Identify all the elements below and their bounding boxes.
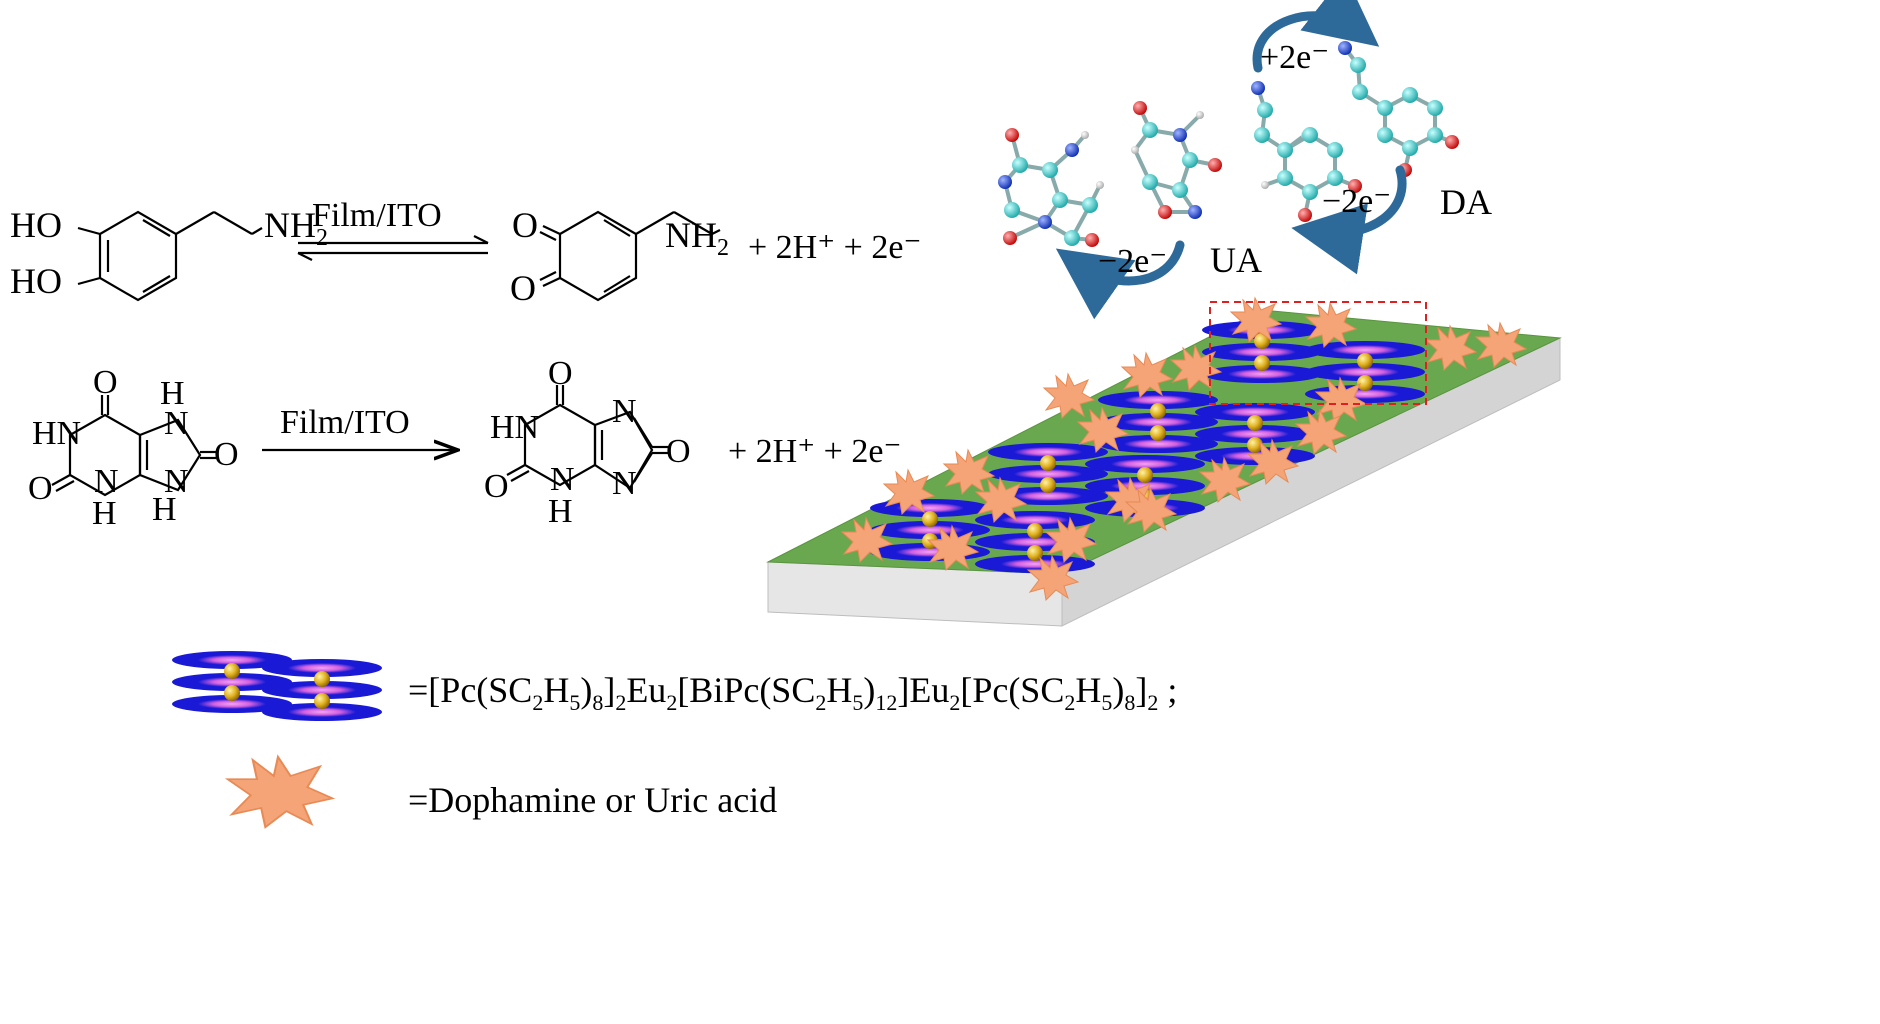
uric-acid-reaction: O HN O N H H N O N H Film/ITO O HN O N H… bbox=[28, 355, 901, 532]
oxidized-uric-acid-structure bbox=[506, 385, 668, 490]
formula-subscript: 2 bbox=[1064, 690, 1075, 715]
legend-film-formula: =[Pc(SC2H5)8]2Eu2[BiPc(SC2H5)12]Eu2[Pc(S… bbox=[408, 670, 1177, 715]
uric-acid-condition-label: Film/ITO bbox=[280, 404, 410, 441]
formula-subscript: 2 bbox=[666, 690, 677, 715]
legend-stack-icon bbox=[172, 651, 382, 721]
ua-h-bottom-right: H bbox=[152, 491, 177, 528]
dopamine-quinone-structure bbox=[539, 210, 721, 302]
formula-subscript: 2 bbox=[815, 690, 826, 715]
oua-n-bottom-right: N bbox=[612, 465, 637, 502]
ua-hn: HN bbox=[32, 415, 81, 452]
electron-gain-label: +2e⁻ bbox=[1260, 39, 1329, 76]
dopamine-model-atoms bbox=[1251, 81, 1362, 222]
uric-acid-model-atoms bbox=[998, 128, 1104, 247]
oua-h-bottom: H bbox=[548, 493, 573, 530]
uric-acid-structure bbox=[51, 395, 216, 497]
formula-part: ) bbox=[580, 670, 592, 710]
ua-n-bottom-right: N bbox=[164, 463, 189, 500]
oua-o-right: O bbox=[666, 433, 691, 470]
oxidized-uric-acid-model-atoms bbox=[1131, 101, 1222, 219]
oua-o-top: O bbox=[548, 355, 573, 392]
formula-part: ) bbox=[1112, 670, 1124, 710]
oua-hn: HN bbox=[490, 409, 539, 446]
ua-n-bottom: N bbox=[94, 463, 119, 500]
formula-part: Eu bbox=[626, 670, 666, 710]
quinone-o-bottom: O bbox=[510, 268, 536, 308]
ua-n-top-right: N bbox=[164, 405, 189, 442]
formula-part: ] bbox=[1135, 670, 1147, 710]
dopamine-structure bbox=[77, 210, 263, 302]
ua-o-right: O bbox=[214, 436, 239, 473]
legend-analyte-icon bbox=[226, 755, 334, 829]
oua-n-top-right: N bbox=[612, 393, 637, 430]
da-label: DA bbox=[1440, 182, 1492, 222]
ho-top-label: HO bbox=[10, 205, 62, 245]
ua-h-bottom: H bbox=[92, 495, 117, 532]
uric-acid-byproducts: + 2H⁺ + 2e⁻ bbox=[728, 433, 901, 470]
ua-o-left: O bbox=[28, 470, 53, 507]
ho-bottom-label: HO bbox=[10, 261, 62, 301]
legend: =[Pc(SC2H5)8]2Eu2[BiPc(SC2H5)12]Eu2[Pc(S… bbox=[172, 651, 1177, 829]
ua-h-top-right: H bbox=[160, 375, 185, 412]
nh2-label: NH2 bbox=[264, 205, 328, 251]
formula-subscript: 12 bbox=[875, 690, 897, 715]
electron-loss-da-label: −2e⁻ bbox=[1322, 183, 1391, 220]
formula-subscript: 8 bbox=[592, 690, 603, 715]
formula-part: H bbox=[1075, 670, 1101, 710]
formula-subscript: 2 bbox=[532, 690, 543, 715]
ua-o-top: O bbox=[93, 364, 118, 401]
formula-subscript: 2 bbox=[1147, 690, 1158, 715]
dopamine-byproducts: + 2H⁺ + 2e⁻ bbox=[748, 229, 921, 266]
formula-subscript: 5 bbox=[852, 690, 863, 715]
electron-loss-ua-label: −2e⁻ bbox=[1098, 243, 1167, 280]
electron-transfer-arrows bbox=[1055, 0, 1407, 320]
dopamine-quinone-model-atoms bbox=[1338, 41, 1459, 177]
formula-part: [Pc(SC bbox=[960, 670, 1064, 710]
oua-n-bottom: N bbox=[550, 461, 575, 498]
formula-part: H bbox=[543, 670, 569, 710]
quinone-nh2-label: NH2 bbox=[665, 215, 729, 261]
ua-label: UA bbox=[1210, 240, 1262, 280]
formula-subscript: 8 bbox=[1124, 690, 1135, 715]
quinone-o-top: O bbox=[512, 205, 538, 245]
formula-subscript: 5 bbox=[1101, 690, 1112, 715]
equilibrium-arrow bbox=[297, 235, 489, 261]
formula-part: =[Pc(SC bbox=[408, 670, 532, 710]
formula-part: ]Eu bbox=[897, 670, 949, 710]
dopamine-reaction: HO HO NH2 Film/ITO O O NH2 + 2H⁺ + 2e⁻ bbox=[10, 197, 921, 308]
legend-analyte-text: =Dophamine or Uric acid bbox=[408, 780, 777, 820]
formula-part: ) bbox=[863, 670, 875, 710]
uric-acid-model bbox=[1003, 133, 1102, 242]
formula-part: ; bbox=[1158, 670, 1177, 710]
formula-subscript: 2 bbox=[949, 690, 960, 715]
formula-part: H bbox=[826, 670, 852, 710]
zoom-selection-box bbox=[1209, 301, 1427, 405]
oua-o-left: O bbox=[484, 468, 509, 505]
formula-subscript: 5 bbox=[569, 690, 580, 715]
formula-part: [BiPc(SC bbox=[677, 670, 815, 710]
dopamine-condition-label: Film/ITO bbox=[312, 197, 442, 234]
electrode-scheme: +2e⁻ −2e⁻ −2e⁻ DA UA bbox=[766, 0, 1562, 627]
formula-subscript: 2 bbox=[615, 690, 626, 715]
formula-part: ] bbox=[603, 670, 615, 710]
